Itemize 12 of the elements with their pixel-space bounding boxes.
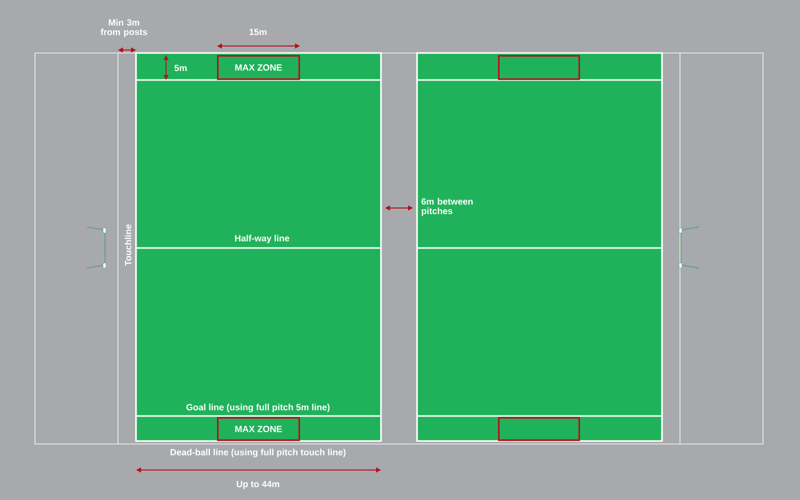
- label: Half-way line: [235, 234, 290, 244]
- label: Dead-ball line (using full pitch touch line): [170, 448, 346, 458]
- label: 6m between pitches: [422, 198, 473, 216]
- label: 5m: [174, 64, 187, 72]
- label: Touchline: [124, 224, 132, 266]
- label: 15m: [250, 28, 266, 36]
- max-zone-box: MAX ZONE: [217, 55, 300, 80]
- label: Up to 44m: [236, 480, 280, 490]
- max-zone-box: [498, 417, 580, 441]
- max-zone-box: [498, 55, 580, 80]
- max-zone-box: MAX ZONE: [217, 417, 300, 441]
- label: Min 3m from posts: [100, 19, 148, 37]
